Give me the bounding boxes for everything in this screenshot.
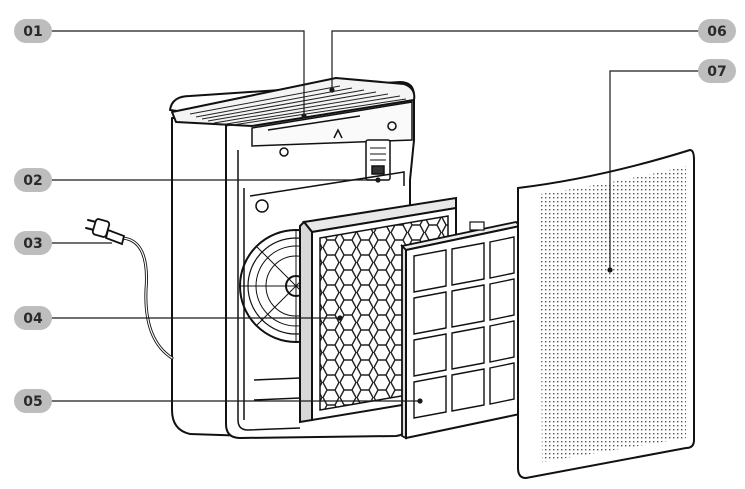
power-cord bbox=[85, 218, 174, 360]
callout-01-label: 01 bbox=[23, 24, 42, 40]
callout-02: 02 bbox=[14, 168, 52, 192]
leader-lines bbox=[48, 30, 706, 404]
callout-06-label: 06 bbox=[707, 24, 726, 40]
hepa-filter bbox=[400, 221, 522, 440]
callout-06: 06 bbox=[698, 19, 736, 43]
callout-04-label: 04 bbox=[23, 311, 43, 327]
front-cover-panel bbox=[517, 148, 695, 480]
top-air-outlet-grille bbox=[189, 85, 407, 127]
callout-03: 03 bbox=[14, 231, 52, 255]
callout-07-label: 07 bbox=[707, 64, 726, 80]
callout-05-label: 05 bbox=[23, 394, 42, 410]
callout-04: 04 bbox=[14, 306, 52, 330]
callout-07: 07 bbox=[698, 59, 736, 83]
callout-01: 01 bbox=[14, 19, 52, 43]
callout-05: 05 bbox=[14, 389, 52, 413]
callout-02-label: 02 bbox=[23, 173, 42, 189]
callout-03-label: 03 bbox=[23, 236, 42, 252]
inner-cavity bbox=[237, 150, 405, 431]
control-panel bbox=[251, 101, 413, 157]
